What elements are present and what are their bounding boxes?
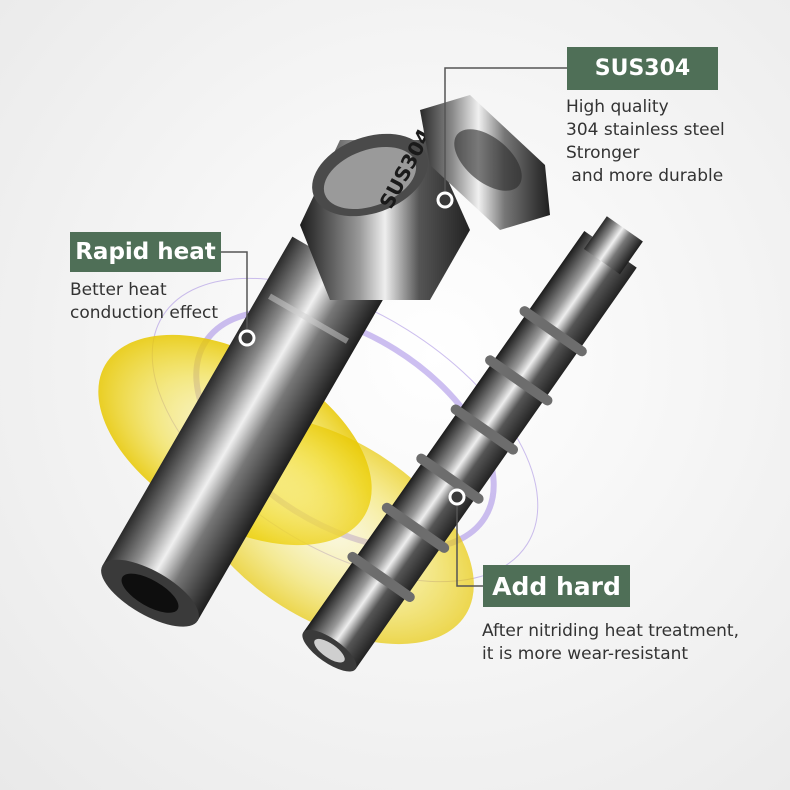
leader-hard — [456, 497, 483, 587]
rapid-heat-line: Better heat — [70, 280, 167, 300]
dot-heat — [238, 329, 256, 347]
screw-rod — [302, 216, 643, 672]
hex-fitting — [420, 95, 550, 230]
rapid-heat-badge: Rapid heat — [70, 232, 221, 272]
add-hard-description: After nitriding heat treatment, it is mo… — [482, 620, 739, 666]
add-hard-badge: Add hard — [483, 565, 630, 607]
main-pipe — [101, 236, 388, 627]
dot-sus — [436, 191, 454, 209]
sus304-line: and more durable — [566, 166, 724, 186]
sus304-line: Stronger — [566, 143, 640, 163]
sus304-badge: SUS304 — [567, 47, 718, 90]
sus304-line: High quality — [566, 97, 669, 117]
dot-hard — [448, 488, 466, 506]
add-hard-line: it is more wear-resistant — [482, 644, 689, 664]
rapid-heat-line: conduction effect — [70, 303, 219, 323]
sus304-description: High quality 304 stainless steel Stronge… — [566, 96, 725, 188]
leader-heat — [221, 251, 248, 338]
add-hard-line: After nitriding heat treatment, — [482, 621, 739, 641]
leader-sus — [444, 67, 567, 200]
rapid-heat-description: Better heat conduction effect — [70, 279, 218, 325]
sus304-line: 304 stainless steel — [566, 120, 725, 140]
top-cup: SUS304 — [300, 125, 470, 300]
